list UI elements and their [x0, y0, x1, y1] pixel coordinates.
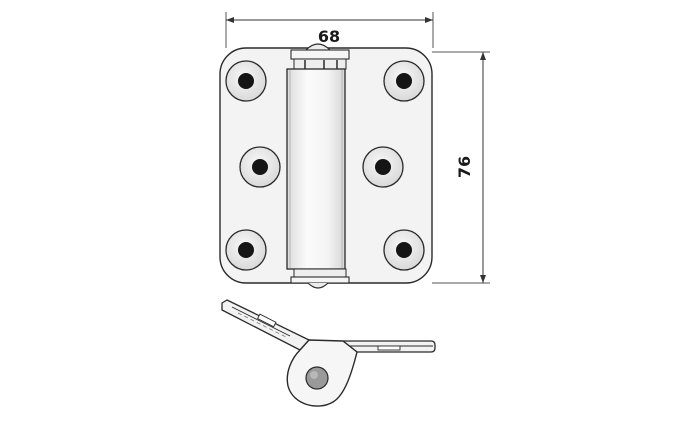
bottom-pin-cap: [290, 268, 350, 289]
side-view-left-leaf: [221, 299, 310, 351]
height-dimension: 76: [432, 51, 490, 284]
screw-hole-top-left: [225, 60, 267, 102]
hinge-front-view: [219, 43, 433, 289]
screw-hole-top-right: [383, 60, 425, 102]
screw-hole-bottom-left: [225, 229, 267, 271]
width-label: 68: [318, 27, 340, 46]
height-arrow-top: [480, 52, 486, 60]
screw-hole-middle-left: [239, 146, 281, 188]
screw-hole-middle-right: [362, 146, 404, 188]
width-dimension: 68: [225, 12, 434, 48]
top-pin-cap: [290, 43, 350, 70]
hinge-knuckle: [286, 68, 346, 270]
side-view-pin: [305, 366, 329, 390]
width-arrow-right: [425, 17, 433, 23]
width-arrow-left: [226, 17, 234, 23]
height-arrow-bottom: [480, 275, 486, 283]
screw-hole-bottom-right: [383, 229, 425, 271]
hinge-side-view: [221, 299, 436, 407]
height-label: 76: [455, 156, 474, 178]
